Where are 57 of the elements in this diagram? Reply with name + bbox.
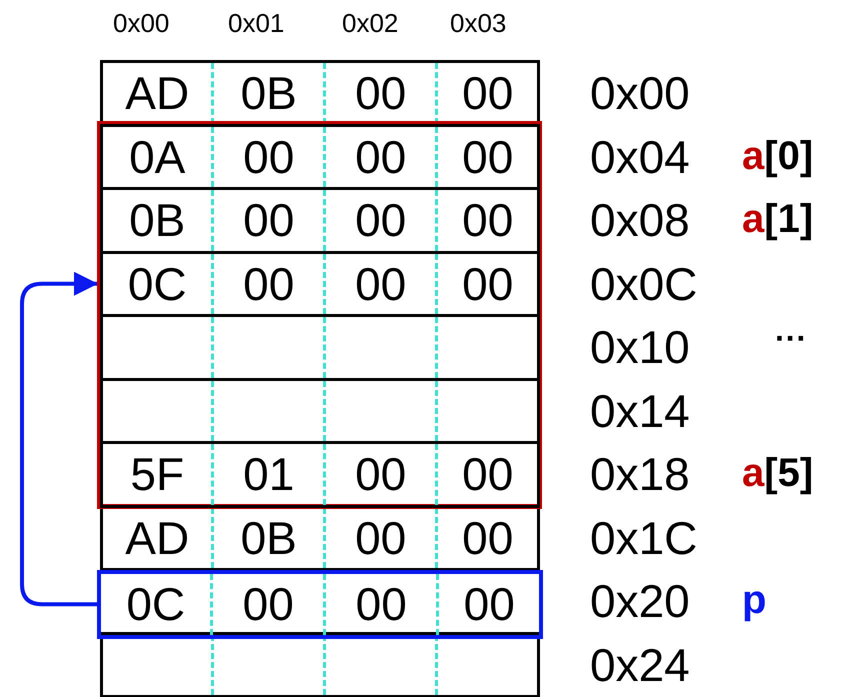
hex-value: 0A: [129, 134, 186, 180]
column-offset-label: 0x03: [450, 10, 506, 36]
hex-value: 00: [355, 451, 406, 498]
hex-value: 00: [243, 260, 294, 307]
hex-value: 00: [242, 581, 294, 628]
address-label: 0x08: [590, 197, 690, 243]
address-label: 0x10: [590, 324, 690, 370]
address-label: 0x20: [590, 578, 690, 624]
memory-row: [100, 441, 540, 508]
array-highlight-box: [97, 121, 542, 509]
memory-row: [100, 124, 540, 190]
variable-label: a[0]: [742, 136, 814, 176]
hex-value: 5F: [130, 451, 184, 498]
hex-value: 0C: [128, 260, 187, 307]
hex-value: 00: [462, 260, 514, 307]
address-label: 0x04: [590, 134, 690, 180]
hex-value: 00: [355, 70, 406, 116]
address-label: 0x24: [590, 642, 690, 688]
hex-value: 0B: [129, 197, 186, 244]
hex-value: 0B: [240, 514, 297, 561]
hex-value: 00: [355, 197, 406, 244]
variable-label: p: [742, 580, 766, 620]
hex-value: 0B: [240, 70, 297, 116]
hex-value: 00: [462, 197, 514, 244]
address-label: 0x00: [590, 70, 690, 116]
memory-row: [100, 187, 540, 254]
hex-value: 01: [243, 451, 294, 498]
address-label: 0x18: [590, 451, 690, 497]
column-offset-label: 0x01: [228, 10, 284, 36]
hex-value: 00: [462, 451, 514, 498]
hex-value: 0C: [126, 581, 186, 628]
address-label: 0x14: [590, 388, 690, 434]
hex-value: AD: [125, 70, 190, 116]
pointer-arrow: [20, 272, 98, 606]
memory-row: [100, 378, 540, 444]
column-offset-label: 0x00: [113, 10, 170, 36]
variable-label: a[1]: [742, 199, 814, 239]
pointer-row: [97, 570, 543, 638]
hex-value: 00: [243, 197, 294, 244]
memory-row: [100, 632, 540, 697]
hex-value: 00: [356, 581, 407, 628]
hex-value: 00: [355, 514, 406, 561]
hex-value: 00: [243, 134, 294, 180]
memory-row: [100, 250, 540, 317]
address-label: 0x0C: [590, 260, 698, 306]
variable-label: a[5]: [742, 453, 814, 493]
column-offset-label: 0x02: [342, 10, 398, 36]
hex-value: 00: [464, 581, 515, 628]
hex-value: 00: [462, 514, 514, 561]
memory-row: [100, 314, 540, 380]
address-label: 0x1C: [590, 514, 698, 560]
hex-value: 00: [355, 134, 406, 180]
hex-value: 00: [462, 70, 514, 116]
hex-value: AD: [125, 514, 190, 561]
ellipsis: ···: [775, 322, 807, 354]
hex-value: 00: [462, 134, 514, 180]
hex-value: 00: [355, 260, 406, 307]
